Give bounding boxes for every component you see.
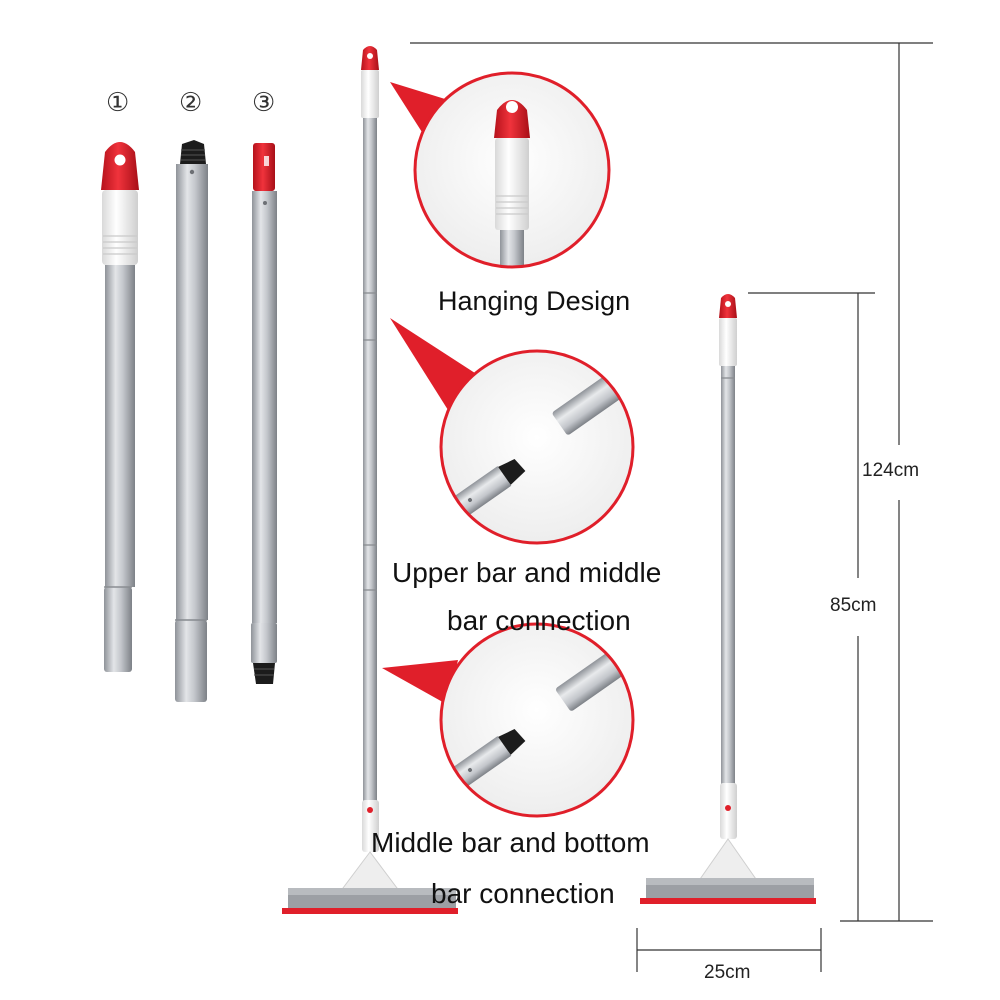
dimension-25cm: 25cm [704, 962, 751, 983]
label-middle-bottom-line2: bar connection [431, 878, 615, 909]
part-number-1: ① [106, 88, 130, 118]
label-middle-bottom-line1: Middle bar and bottom [371, 827, 650, 858]
bottom-bar-part [251, 143, 277, 684]
detail-circle-hanging [413, 71, 611, 269]
callout-pointer-middle [382, 660, 458, 705]
part-number-3: ③ [252, 88, 276, 118]
hanging-hook-cap [101, 142, 139, 190]
dimension-85cm: 85cm [830, 595, 877, 616]
assembled-long-mop [282, 46, 458, 914]
upper-bar-part [101, 142, 139, 672]
middle-bar-part [175, 140, 208, 702]
label-upper-middle-line2: bar connection [447, 605, 631, 636]
callout-pointer-upper [390, 318, 478, 410]
part-number-2: ② [179, 88, 203, 118]
dimension-lines [410, 42, 933, 972]
red-connector [253, 143, 275, 191]
thread-tip [180, 140, 206, 164]
dimension-124cm: 124cm [862, 460, 920, 481]
label-upper-middle-line1: Upper bar and middle [392, 557, 662, 588]
callout-pointer-hanging [390, 82, 458, 140]
detail-circle-middle-bottom [439, 622, 635, 818]
assembled-short-mop [640, 294, 816, 904]
label-hanging-design: Hanging Design [438, 286, 631, 316]
